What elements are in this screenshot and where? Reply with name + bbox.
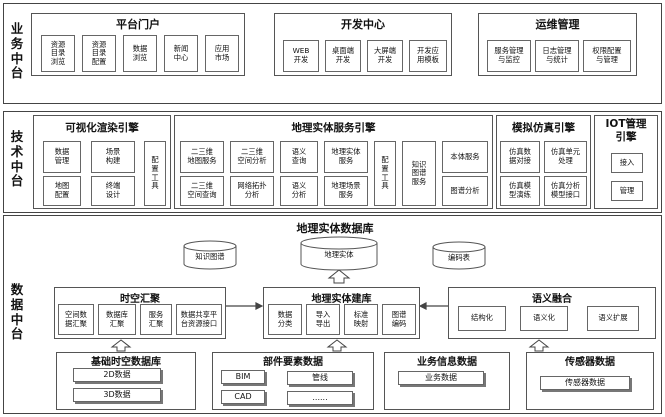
permission-config-box: 权限配置 与管理 xyxy=(583,40,631,72)
semantic-query-box: 语义 查询 xyxy=(280,141,318,173)
spatiotemporal-aggregation-title: 时空汇聚 xyxy=(120,294,160,305)
spatial-query-box: 二三维 空间查询 xyxy=(180,176,224,206)
semantic-fusion-title: 语义融合 xyxy=(532,294,572,305)
3d-data-box: 3D数据 xyxy=(73,388,161,402)
iot-access-box: 接入 xyxy=(611,153,643,173)
geo-entity-database-title: 地理实体数据库 xyxy=(296,222,374,235)
database-aggregation-box: 数据库 汇聚 xyxy=(98,304,136,335)
app-template-box: 开发应 用模板 xyxy=(409,40,447,72)
kg-cylinder-label: 知识图谱 xyxy=(195,252,225,261)
ops-management-title: 运维管理 xyxy=(535,18,580,31)
import-export-box: 导入 导出 xyxy=(306,304,340,335)
sim-data-docking-box: 仿真数 据对接 xyxy=(500,141,540,173)
business-info-data-title: 业务信息数据 xyxy=(417,357,477,368)
data-sharing-interface-box: 数据共享平 台资源接口 xyxy=(176,304,222,335)
basic-spatiotemporal-db-title: 基础时空数据库 xyxy=(91,357,161,368)
geo-entity-build-title: 地理实体建库 xyxy=(311,294,372,305)
geo-entity-cylinder-label: 地理实体 xyxy=(324,250,354,259)
bigscreen-dev-box: 大屏端 开发 xyxy=(367,40,403,72)
simulation-engine-title: 模拟仿真引擎 xyxy=(512,122,575,134)
graph-encoding-box: 图谱 编码 xyxy=(382,304,416,335)
sim-unit-process-box: 仿真单元 处理 xyxy=(544,141,587,173)
geo-entity-service-box: 地理实体 服务 xyxy=(324,141,368,173)
component-element-data-title: 部件要素数据 xyxy=(263,357,323,368)
pipeline-box: 管线 xyxy=(287,371,353,385)
platform-portal-title: 平台门户 xyxy=(116,18,160,31)
service-monitor-box: 服务管理 与监控 xyxy=(487,40,531,72)
data-management-box: 数据 管理 xyxy=(43,141,81,173)
code-table-cylinder-label: 编码表 xyxy=(448,253,470,262)
visual-config-tool-box: 配 置 工 具 xyxy=(144,141,166,206)
map-service-box: 二三维 地图服务 xyxy=(180,141,224,173)
business-layer-label: 业务 中台 xyxy=(10,21,24,81)
structuring-box: 结构化 xyxy=(458,306,506,331)
standard-mapping-box: 标准 映射 xyxy=(344,304,378,335)
desktop-dev-box: 桌面端 开发 xyxy=(325,40,361,72)
data-layer-label: 数据 中台 xyxy=(10,282,24,342)
dev-center-title: 开发中心 xyxy=(341,18,385,31)
visual-render-engine-title: 可视化渲染引擎 xyxy=(65,122,139,134)
geo-scene-service-box: 地理场景 服务 xyxy=(324,176,368,206)
cad-box: CAD xyxy=(221,390,265,404)
map-config-box: 地图 配置 xyxy=(43,176,81,206)
terminal-design-box: 终端 设计 xyxy=(91,176,135,206)
scene-build-box: 场景 构建 xyxy=(91,141,135,173)
news-center-box: 新闻 中心 xyxy=(164,35,198,72)
service-aggregation-box: 服务 汇聚 xyxy=(140,304,172,335)
technical-layer-label: 技术 中台 xyxy=(10,129,24,189)
business-data-box: 业务数据 xyxy=(398,371,484,385)
data-browse-box: 数据 浏览 xyxy=(123,35,157,72)
sim-model-drill-box: 仿真模 型演练 xyxy=(500,176,540,206)
more-items-box: ...... xyxy=(287,391,353,405)
spatial-analysis-box: 二三维 空间分析 xyxy=(230,141,274,173)
network-topology-box: 网络拓扑 分析 xyxy=(230,176,274,206)
spatial-data-aggregation-box: 空间数 据汇聚 xyxy=(58,304,94,335)
data-classify-box: 数据 分类 xyxy=(268,304,302,335)
geo-entity-service-engine-title: 地理实体服务引擎 xyxy=(291,122,376,134)
semantic-extension-box: 语义扩展 xyxy=(587,306,639,331)
app-market-box: 应用 市场 xyxy=(205,35,239,72)
iot-manage-box: 管理 xyxy=(611,181,643,201)
semantic-analysis-box: 语义 分析 xyxy=(280,176,318,206)
sim-analysis-interface-box: 仿真分析 模型接口 xyxy=(544,176,587,206)
resource-catalog-browse-box: 资源 目录 浏览 xyxy=(41,35,75,72)
entity-config-tool-box: 配 置 工 具 xyxy=(374,141,396,206)
bim-box: BIM xyxy=(221,370,265,384)
resource-catalog-config-box: 资源 目录 配置 xyxy=(82,35,116,72)
kg-service-box: 知识 图谱 服务 xyxy=(402,141,436,206)
ontology-service-box: 本体服务 xyxy=(442,141,488,173)
sensor-data-title: 传感器数据 xyxy=(565,357,615,368)
log-stats-box: 日志管理 与统计 xyxy=(535,40,579,72)
iot-management-engine-title: IOT管理 引擎 xyxy=(605,118,647,144)
graph-analysis-box: 图谱分析 xyxy=(442,176,488,206)
sensor-data-box: 传感器数据 xyxy=(540,376,630,390)
web-dev-box: WEB 开发 xyxy=(283,40,319,72)
2d-data-box: 2D数据 xyxy=(73,368,161,382)
semanticization-box: 语义化 xyxy=(520,306,568,331)
